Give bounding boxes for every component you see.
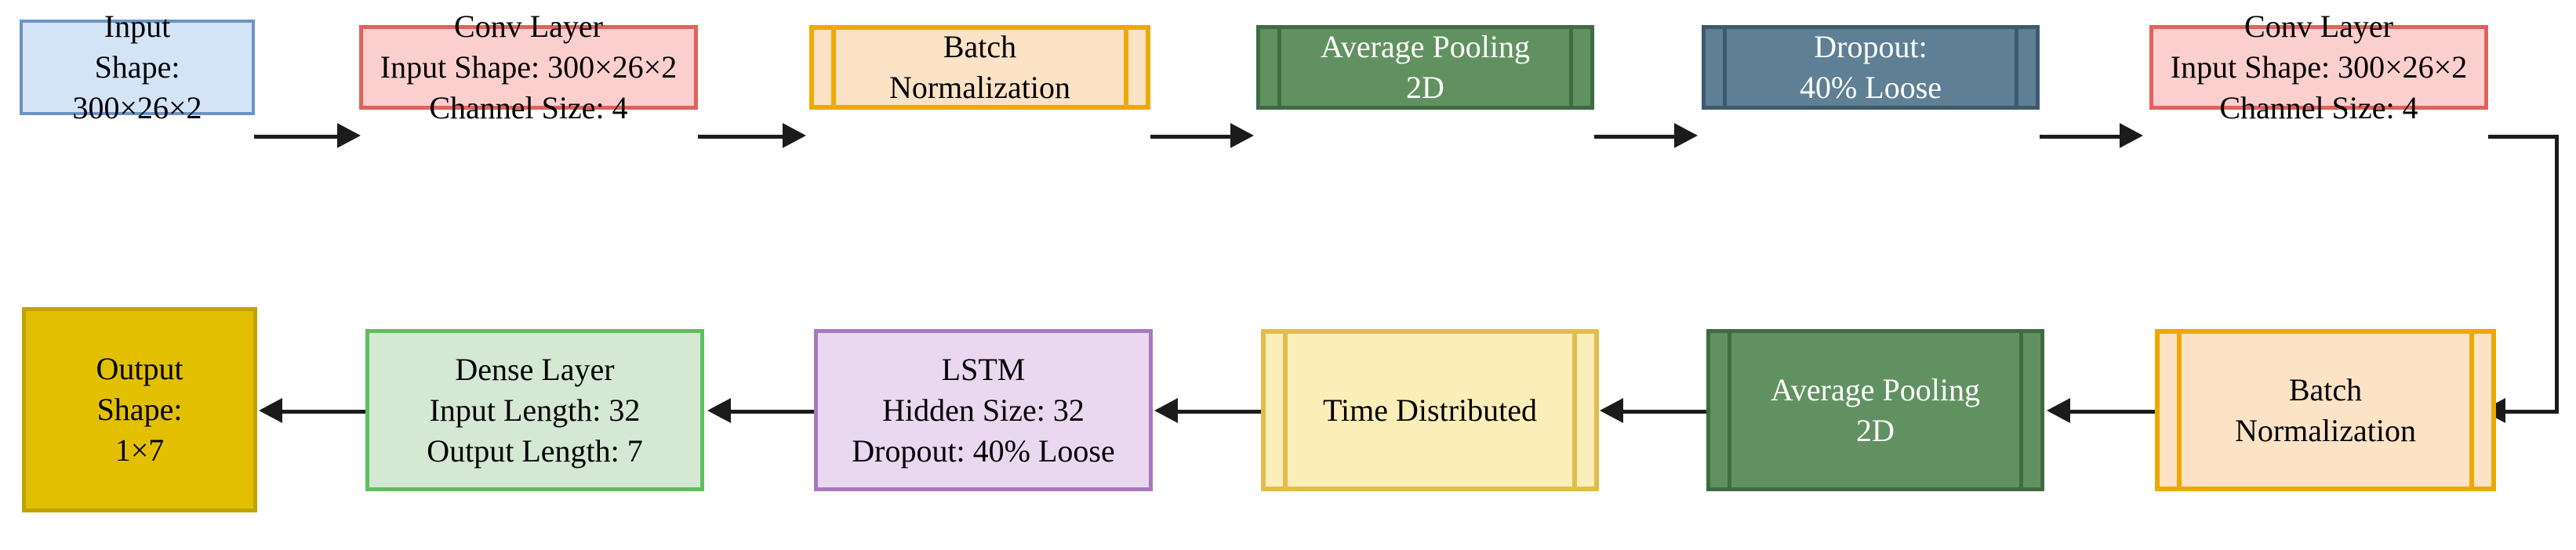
dense-layer[interactable]: Dense Layer Input Length: 32 Output Leng… [365, 329, 704, 491]
output-shape[interactable]: Output Shape: 1×7 [22, 307, 257, 512]
batch-normalization-2-line-2: Normalization [2234, 412, 2417, 448]
lstm-layer[interactable]: LSTM Hidden Size: 32 Dropout: 40% Loose [814, 329, 1153, 491]
lstm-layer-line-2: Hidden Size: 32 [882, 392, 1085, 428]
conv-layer-2-line-1: Conv Layer [2244, 9, 2393, 44]
dense-layer-line-3: Output Length: 7 [427, 432, 643, 469]
time-distributed-line-1: Time Distributed [1323, 392, 1537, 428]
batch-normalization-1[interactable]: Batch Normalization [809, 25, 1150, 110]
dense-layer-line-1: Dense Layer [455, 351, 615, 387]
average-pooling-2d-1-line-2: 2D [1406, 70, 1444, 105]
conv-layer-1-line-1: Conv Layer [454, 9, 603, 44]
output-shape-line-3: 1×7 [114, 432, 165, 468]
conv-layer-2[interactable]: Conv Layer Input Shape: 300×26×2 Channel… [2149, 9, 2488, 125]
lstm-layer-line-3: Dropout: 40% Loose [852, 432, 1115, 469]
average-pooling-2d-2-line-2: 2D [1856, 412, 1895, 448]
time-distributed[interactable]: Time Distributed [1261, 329, 1599, 491]
input-shape-line-3: 300×26×2 [72, 90, 202, 125]
input-shape[interactable]: Input Shape: 300×26×2 [20, 9, 255, 125]
dropout-1[interactable]: Dropout: 40% Loose [1702, 25, 2040, 110]
batch-normalization-1-line-1: Batch [943, 29, 1017, 64]
dropout-1-line-2: 40% Loose [1799, 70, 1942, 105]
average-pooling-2d-1[interactable]: Average Pooling 2D [1256, 25, 1594, 110]
batch-normalization-1-line-2: Normalization [888, 70, 1071, 105]
conv-layer-2-line-3: Channel Size: 4 [2219, 90, 2418, 125]
average-pooling-2d-1-line-1: Average Pooling [1321, 29, 1530, 64]
dense-layer-line-2: Input Length: 32 [429, 392, 641, 428]
output-shape-line-2: Shape: [96, 392, 183, 427]
lstm-layer-line-1: LSTM [941, 351, 1026, 387]
batch-normalization-2[interactable]: Batch Normalization [2155, 329, 2496, 491]
output-shape-line-1: Output [96, 351, 183, 386]
conv-layer-2-line-2: Input Shape: 300×26×2 [2170, 49, 2468, 85]
conv-layer-1-line-3: Channel Size: 4 [429, 90, 628, 125]
conv-layer-1[interactable]: Conv Layer Input Shape: 300×26×2 Channel… [359, 9, 698, 125]
input-shape-line-1: Input [104, 9, 171, 44]
average-pooling-2d-2-line-1: Average Pooling [1771, 371, 1980, 407]
average-pooling-2d-2[interactable]: Average Pooling 2D [1706, 329, 2044, 491]
conv-layer-1-line-2: Input Shape: 300×26×2 [380, 49, 678, 85]
input-shape-line-2: Shape: [94, 49, 180, 85]
dropout-1-line-1: Dropout: [1814, 29, 1927, 64]
batch-normalization-2-line-1: Batch [2288, 371, 2363, 407]
